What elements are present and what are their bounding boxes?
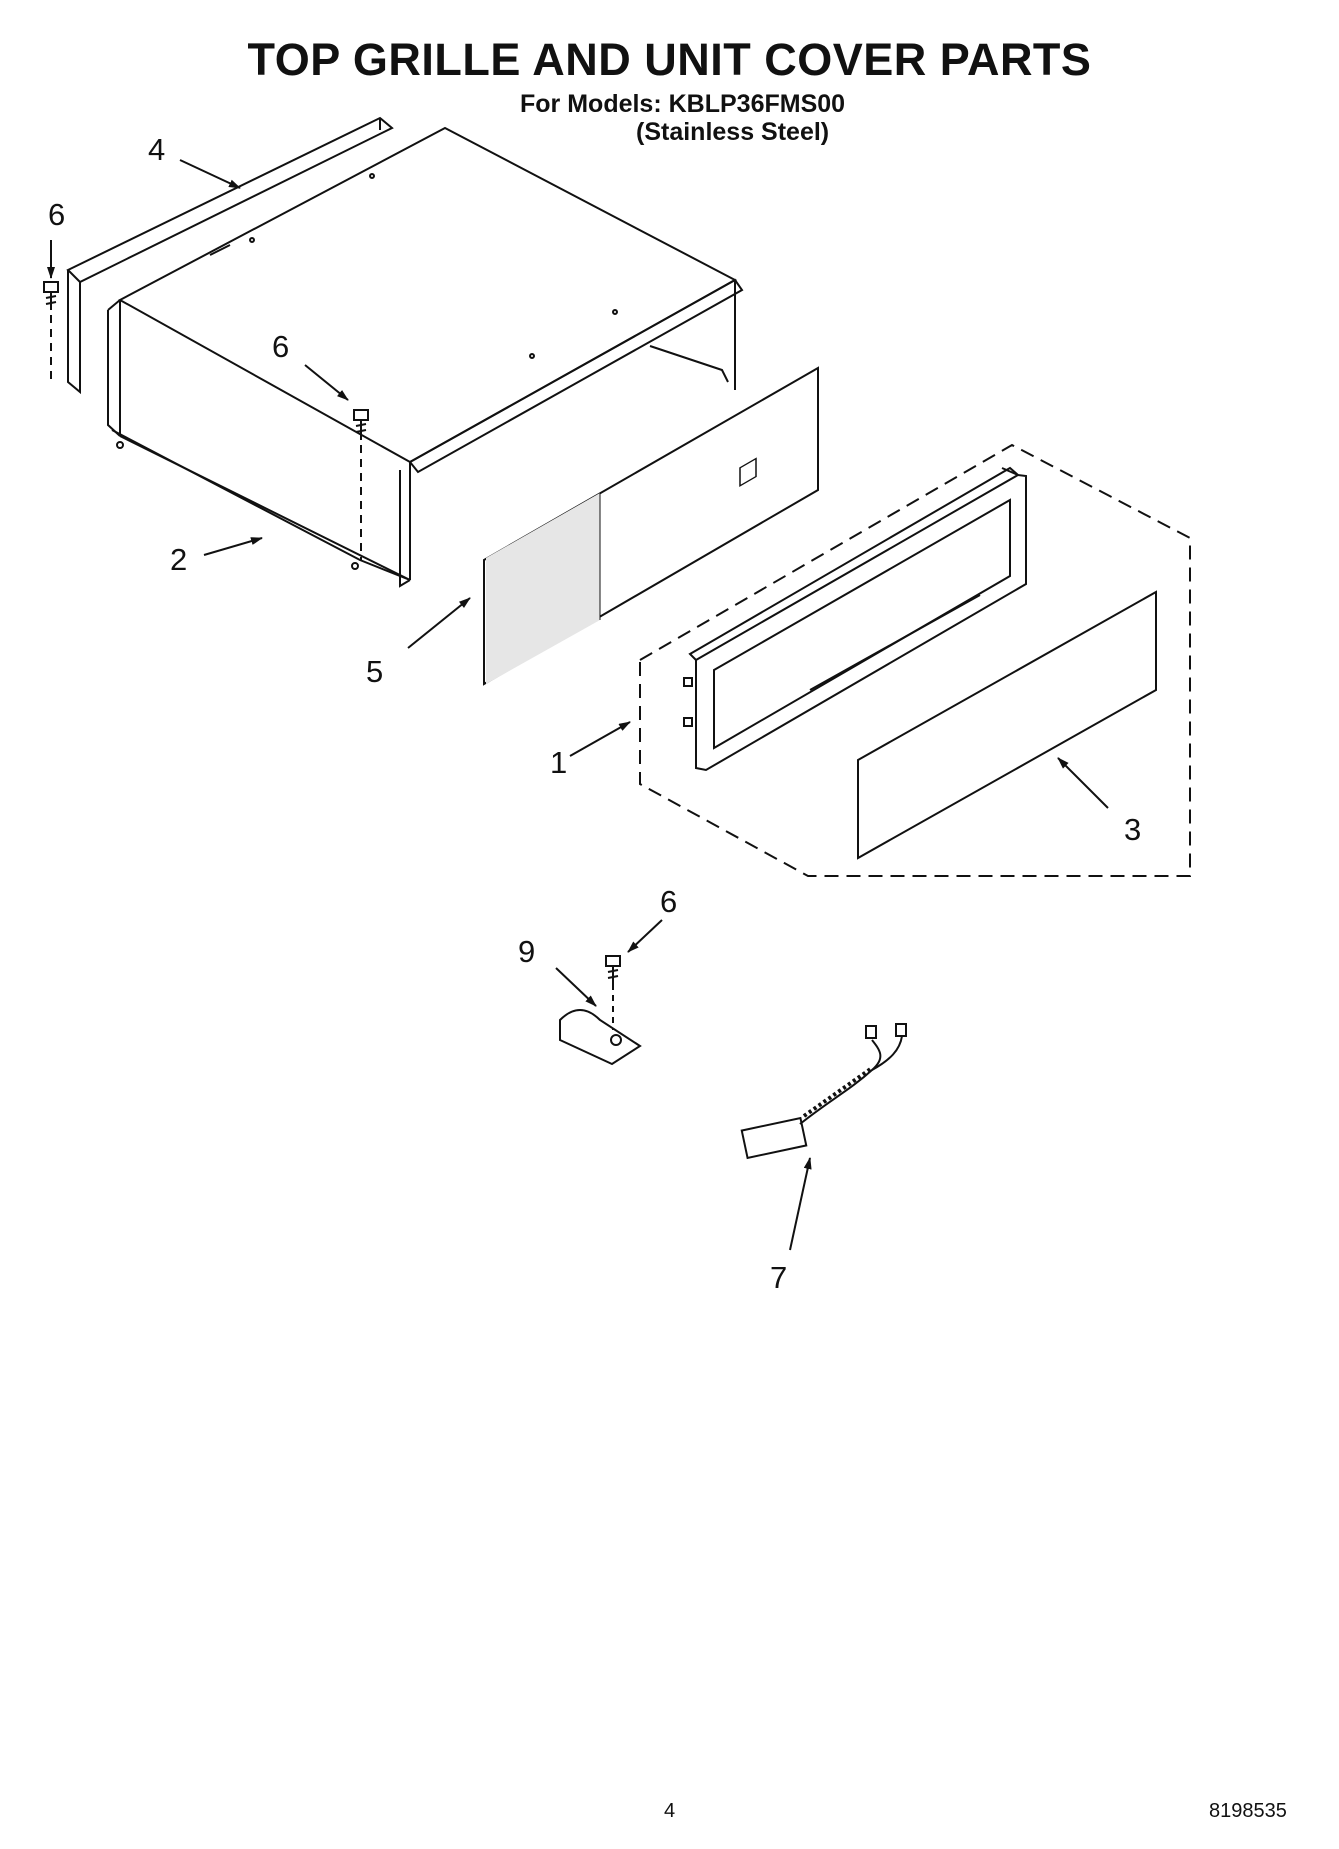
callout-part-4: 4	[148, 132, 165, 167]
screw-upper-left-part-6	[43, 281, 59, 385]
arrow-part-7	[789, 1157, 812, 1251]
screw-cover-part-6	[353, 409, 369, 560]
callout-part-5: 5	[366, 654, 383, 689]
callout-part-6-clamp: 6	[660, 884, 677, 919]
grille-assembly-outline	[639, 443, 1191, 877]
page-number: 4	[664, 1800, 676, 1822]
callout-part-6-upper-left: 6	[48, 197, 65, 232]
arrow-part-5	[407, 597, 471, 649]
callout-part-1: 1	[550, 745, 567, 780]
arrow-part-9	[555, 967, 597, 1007]
callout-part-9: 9	[518, 934, 535, 969]
grille-frame-part-1	[683, 466, 1027, 772]
wire-harness-part-7	[740, 1023, 907, 1160]
clamp-part-9	[559, 1009, 642, 1066]
screw-clamp-part-6	[605, 955, 621, 1030]
finish-line: (Stainless Steel)	[636, 118, 830, 146]
arrow-part-4	[179, 159, 241, 189]
callout-part-7: 7	[770, 1260, 787, 1295]
page-title: TOP GRILLE AND UNIT COVER PARTS	[247, 34, 1092, 85]
callout-part-2: 2	[170, 542, 187, 577]
front-panel-part-5	[483, 366, 819, 686]
callout-arrows	[47, 159, 1109, 1251]
arrow-part-2	[203, 537, 263, 556]
callout-part-3: 3	[1124, 812, 1141, 847]
arrow-part-1	[569, 721, 631, 757]
document-number: 8198535	[1209, 1800, 1287, 1822]
callout-part-6-cover: 6	[272, 329, 289, 364]
arrow-part-3	[1057, 757, 1109, 809]
unit-cover-part-2	[107, 126, 744, 588]
rear-bracket-part-4	[66, 116, 394, 395]
arrow-part-6-clamp	[627, 919, 663, 953]
grille-panel-part-3	[857, 590, 1157, 860]
arrow-part-6-cover	[304, 364, 349, 401]
models-line: For Models: KBLP36FMS00	[520, 90, 846, 118]
